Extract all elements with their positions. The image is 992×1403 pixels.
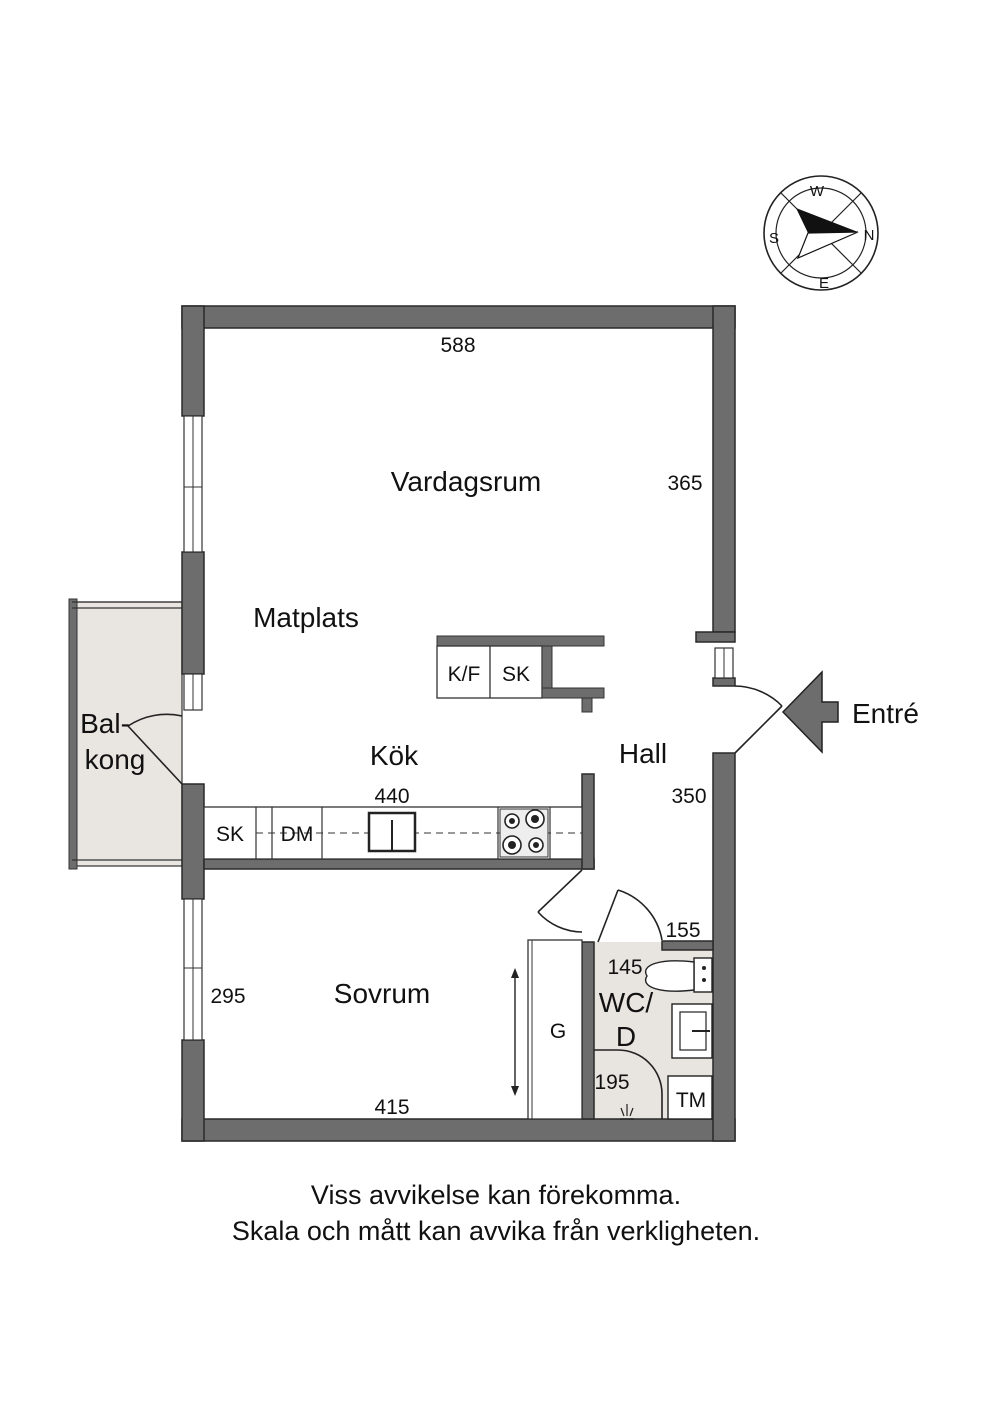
compass-n: N (864, 227, 875, 244)
dim-wc-inner: 145 (607, 956, 642, 979)
kitchen-island (436, 635, 605, 713)
dim-hall-depth: 350 (671, 785, 706, 808)
compass: W N E S (763, 175, 879, 292)
label-hall: Hall (619, 738, 667, 769)
washbasin-icon (671, 1003, 713, 1059)
label-wc-1: WC/ (599, 987, 654, 1018)
label-sovrum: Sovrum (334, 978, 430, 1009)
dim-shower: 195 (594, 1071, 629, 1094)
windows (183, 415, 734, 1041)
dim-wc-width: 155 (665, 919, 700, 942)
shower-curve (594, 1049, 663, 1119)
label-matplats: Matplats (253, 602, 359, 633)
dim-vardagsrum-width: 588 (440, 334, 475, 357)
stove-icon (499, 808, 549, 858)
shower-icon (620, 1104, 634, 1120)
label-dm: DM (281, 823, 314, 846)
outer-walls (181, 305, 736, 1142)
label-vardagsrum: Vardagsrum (391, 466, 541, 497)
toilet-icon (644, 957, 713, 993)
label-entre: Entré (852, 698, 919, 729)
label-balkong-2: kong (85, 744, 146, 775)
dim-sovrum-width: 415 (374, 1096, 409, 1119)
disclaimer-line-2: Skala och mått kan avvika från verklighe… (231, 1216, 761, 1246)
label-tm: TM (676, 1089, 706, 1112)
compass-e: E (819, 275, 829, 292)
dim-kok-length: 440 (374, 785, 409, 808)
dim-vardagsrum-depth: 365 (667, 472, 702, 495)
compass-s: S (769, 230, 779, 247)
disclaimer-line-1: Viss avvikelse kan förekomma. (310, 1180, 682, 1210)
label-balkong-1: Bal- (80, 708, 130, 739)
compass-w: W (810, 183, 825, 200)
dim-sovrum-depth: 295 (210, 985, 245, 1008)
balcony (68, 598, 183, 870)
kitchen-counter (203, 806, 583, 860)
label-wc-2: D (616, 1021, 636, 1052)
label-g: G (550, 1020, 566, 1043)
label-sk-island: SK (502, 663, 530, 686)
entrance-arrow (781, 670, 839, 754)
doors (127, 685, 783, 943)
bathroom-fixtures (594, 957, 713, 1120)
tm-box (667, 1075, 713, 1120)
label-kf: K/F (448, 663, 481, 686)
label-kok: Kök (370, 740, 419, 771)
label-sk-counter: SK (216, 823, 244, 846)
wardrobe (511, 939, 583, 1120)
